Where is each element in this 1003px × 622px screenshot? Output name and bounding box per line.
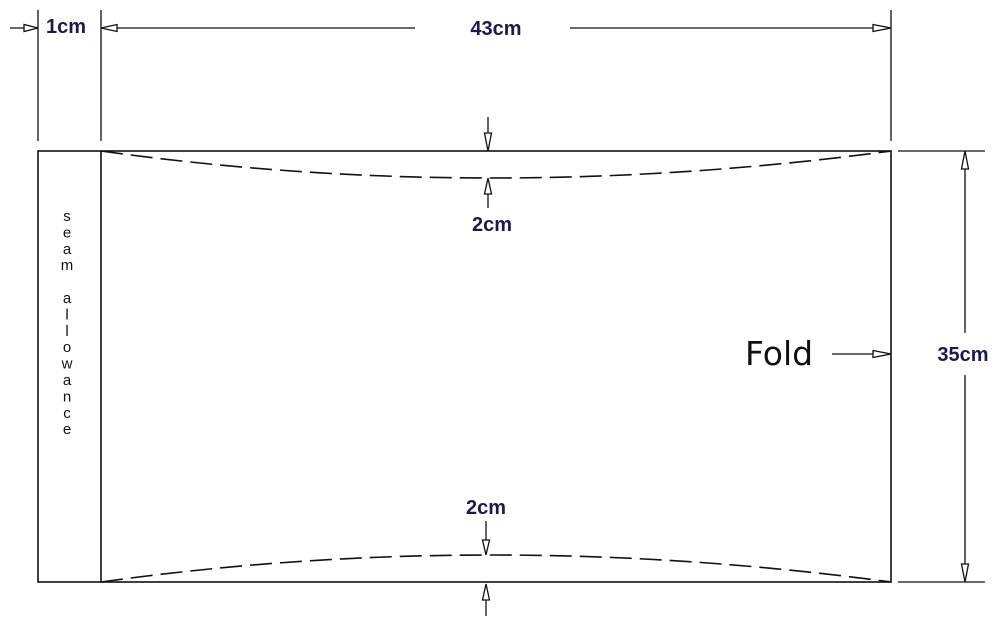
fold-arrowhead (872, 349, 892, 359)
bottom-depth-arrowhead-up (481, 583, 491, 601)
top-curve-dashed (100, 150, 892, 179)
seam-allowance-letter: n (63, 388, 71, 405)
seam-allowance-letter: m (61, 257, 74, 274)
seam-allowance-space (65, 274, 69, 291)
seam-allowance-letter: a (63, 372, 72, 389)
height-arrowhead-down (960, 563, 970, 583)
top-depth-label: 2cm (472, 214, 512, 236)
height-arrowhead-up (960, 150, 970, 170)
seam-width-label: 1cm (46, 16, 86, 38)
bottom-curve-dashed (100, 554, 892, 583)
bottom-depth-arrowhead-down (481, 539, 491, 556)
seam-allowance-letter: c (63, 405, 71, 422)
total-width-label: 43cm (470, 18, 521, 40)
seam-width-arrowhead-left (23, 23, 39, 33)
height-label: 35cm (937, 344, 988, 366)
pattern-outline (37, 150, 892, 583)
seam-width-arrowhead-right (100, 23, 118, 33)
seam-allowance-letter: a (63, 290, 72, 307)
seam-allowance-letter: w (61, 356, 73, 373)
fold-label: Fold (745, 334, 813, 373)
top-depth-arrowhead-down (483, 132, 493, 152)
top-depth-arrowhead-up (483, 177, 493, 195)
total-width-arrowhead-right (872, 23, 892, 33)
seam-allowance-letter: e (63, 224, 71, 241)
seam-allowance-letter: l (65, 323, 68, 340)
seam-allowance-letter: s (63, 208, 71, 225)
seam-allowance-letter: l (65, 306, 68, 323)
bottom-depth-label: 2cm (466, 497, 506, 519)
seam-allowance-letter: a (63, 241, 72, 258)
seam-allowance-letter: e (63, 421, 71, 438)
seam-allowance-letter: o (63, 339, 71, 356)
